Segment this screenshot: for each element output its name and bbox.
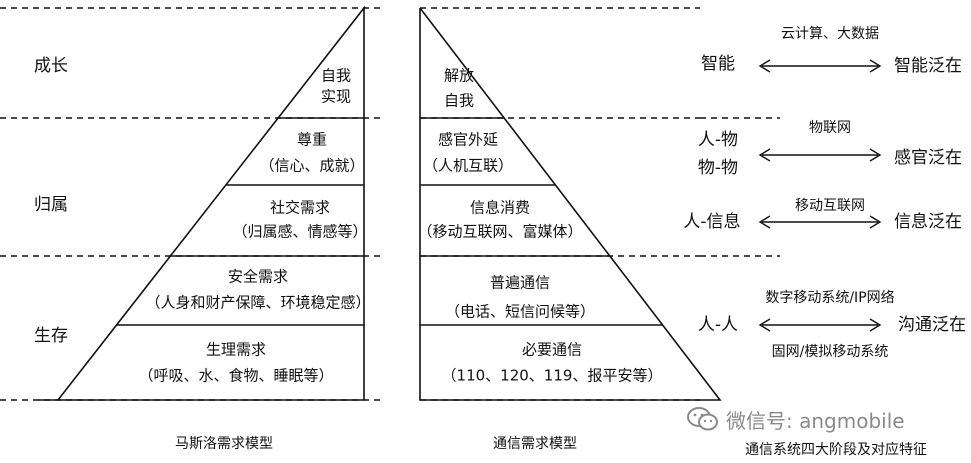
stage-tech-label: 物联网 xyxy=(809,120,851,136)
maslow-level-title: 安全需求 xyxy=(228,268,288,286)
wechat-icon xyxy=(687,407,718,431)
stage-tech-label: 移动互联网 xyxy=(795,198,865,214)
comm-level-title: 必要通信 xyxy=(522,341,582,359)
stage-interaction-label: 人-人 xyxy=(698,315,738,335)
maslow-level-detail: （归属感、情感等） xyxy=(232,223,367,241)
maslow-level-title: 生理需求 xyxy=(206,341,266,359)
watermark: 微信号: angmobile xyxy=(686,402,905,436)
arrow-right-head xyxy=(869,59,882,73)
stage-interaction-label: 人-信息 xyxy=(683,212,740,232)
arrow-left-head xyxy=(758,215,771,229)
maslow-level-title: 自我 xyxy=(321,67,351,85)
maslow-level-detail: （信心、成就） xyxy=(259,157,364,175)
maslow-level-detail: 实现 xyxy=(321,88,351,106)
maslow-level: 社交需求 （归属感、情感等） xyxy=(232,199,367,241)
maslow-level-title: 社交需求 xyxy=(270,199,330,217)
comm-level: 普遍通信 （电话、短信问候等） xyxy=(445,274,595,321)
maslow-caption: 马斯洛需求模型 xyxy=(175,436,273,452)
comm-level-title: 解放 xyxy=(444,67,474,85)
maslow-level-detail: （人身和财产保障、环境稳定感） xyxy=(145,294,370,312)
stage-table: 智能云计算、大数据智能泛在人-物物-物物联网感官泛在人-信息移动互联网信息泛在人… xyxy=(683,26,966,360)
watermark-text: 微信号: angmobile xyxy=(726,408,905,433)
comm-caption: 通信需求模型 xyxy=(493,436,577,452)
stage-feature-label: 感官泛在 xyxy=(894,148,962,168)
stage-interaction-label: 物-物 xyxy=(698,158,738,178)
comm-level-detail: 自我 xyxy=(444,92,474,110)
comm-level: 必要通信 （110、120、119、报平安等） xyxy=(442,341,663,385)
stage-interaction-label: 智能 xyxy=(701,54,735,74)
maslow-level: 尊重 （信心、成就） xyxy=(259,131,364,175)
captions: 马斯洛需求模型 通信需求模型 通信系统四大阶段及对应特征 xyxy=(175,436,927,458)
stages-caption: 通信系统四大阶段及对应特征 xyxy=(745,441,927,458)
stage-feature-label: 沟通泛在 xyxy=(898,315,966,335)
maslow-level: 安全需求 （人身和财产保障、环境稳定感） xyxy=(145,268,370,312)
arrow-right-head xyxy=(869,148,882,162)
comm-level-title: 普遍通信 xyxy=(490,274,550,292)
stage-tech-label: 数字移动系统/IP网络 xyxy=(765,290,894,306)
stage-feature-label: 智能泛在 xyxy=(894,56,962,76)
comm-level-detail: （移动互联网、富媒体） xyxy=(417,223,582,241)
comm-level-detail: （人机互联） xyxy=(423,157,513,175)
maslow-level-detail: （呼吸、水、食物、睡眠等） xyxy=(138,367,333,385)
maslow-group-label: 成长 xyxy=(34,56,68,76)
comm-level: 感官外延 （人机互联） xyxy=(423,131,513,175)
stage-tech-label: 固网/模拟移动系统 xyxy=(772,344,889,360)
stage-feature-label: 信息泛在 xyxy=(894,212,962,232)
comm-level-title: 信息消费 xyxy=(470,199,530,217)
comm-level-title: 感官外延 xyxy=(438,131,498,149)
arrow-left-head xyxy=(758,148,771,162)
maslow-level: 生理需求 （呼吸、水、食物、睡眠等） xyxy=(138,341,333,385)
comm-outline xyxy=(419,7,722,401)
comm-level-detail: （110、120、119、报平安等） xyxy=(442,367,663,385)
comm-level-detail: （电话、短信问候等） xyxy=(445,303,595,321)
maslow-group-label: 归属 xyxy=(34,195,68,215)
comm-level: 信息消费 （移动互联网、富媒体） xyxy=(417,199,582,241)
guide-lines xyxy=(0,7,780,401)
maslow-group-label: 生存 xyxy=(34,326,68,346)
maslow-level-title: 尊重 xyxy=(297,131,327,149)
stage-tech-label: 云计算、大数据 xyxy=(781,26,879,42)
arrow-right-head xyxy=(869,318,882,332)
maslow-outline xyxy=(57,5,365,401)
arrow-left-head xyxy=(758,318,771,332)
stage-interaction-label: 人-物 xyxy=(698,130,738,150)
arrow-right-head xyxy=(869,215,882,229)
arrow-left-head xyxy=(758,59,771,73)
